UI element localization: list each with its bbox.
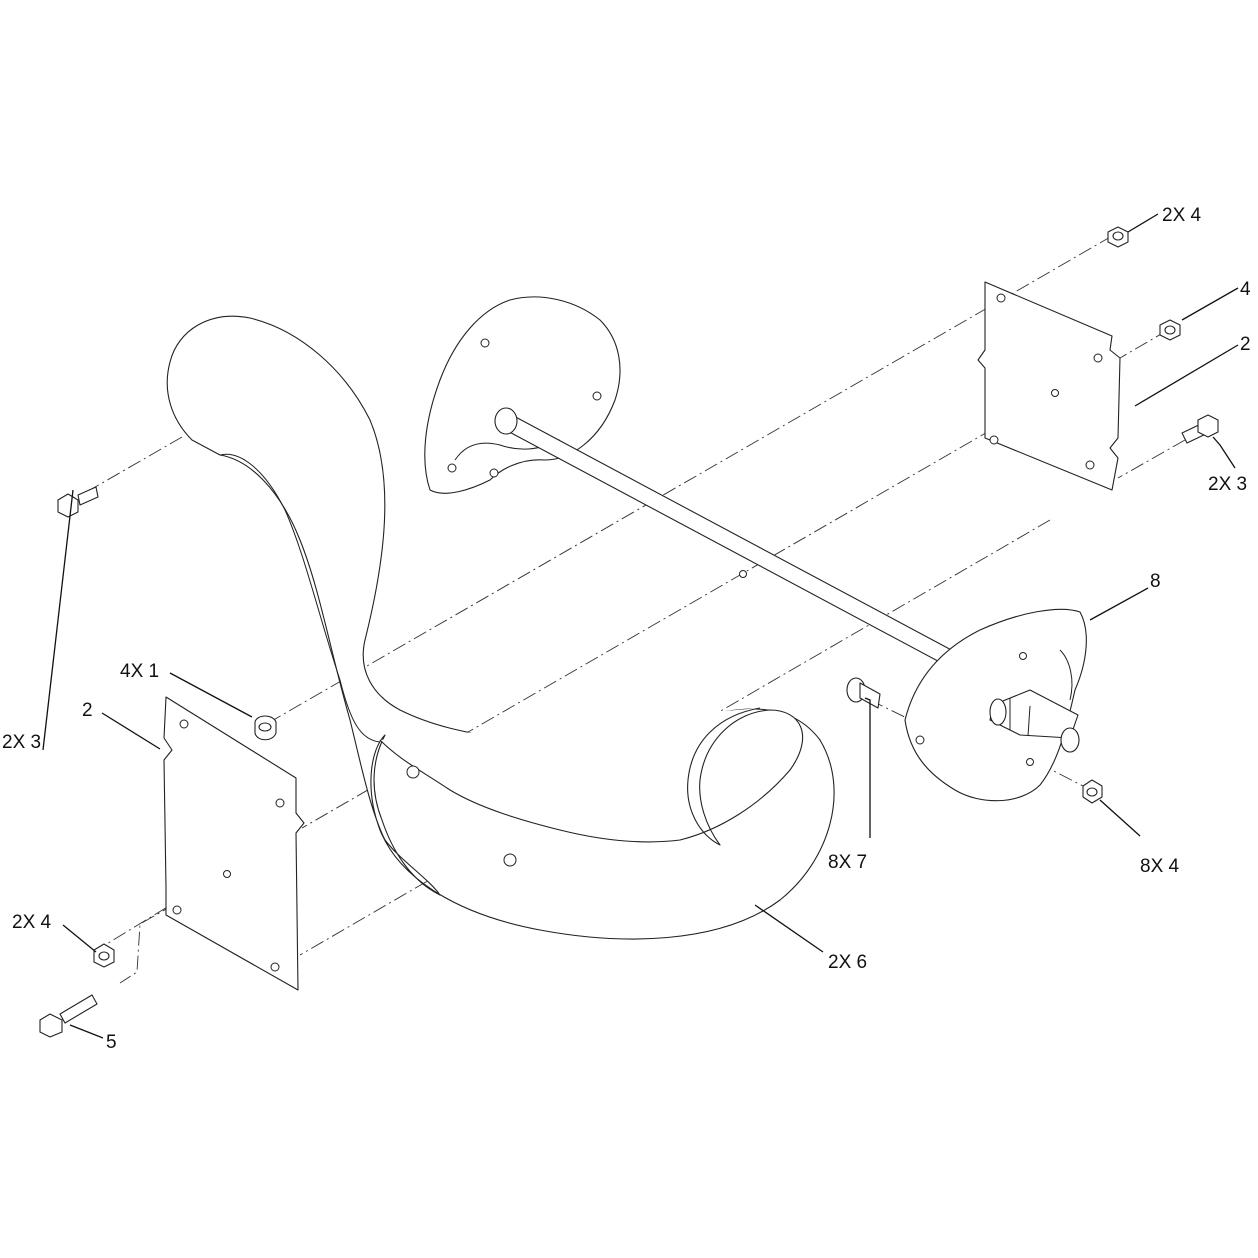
callout-2x3-right: 2X 3 bbox=[1208, 474, 1247, 495]
callout-2-right: 2 bbox=[1240, 334, 1251, 355]
long-bolt-left bbox=[39, 994, 98, 1038]
callout-8x7: 8X 7 bbox=[828, 852, 867, 873]
callout-2x6: 2X 6 bbox=[828, 952, 867, 973]
callout-4-right: 4 bbox=[1240, 279, 1251, 300]
auger-flighting-front bbox=[166, 315, 835, 940]
callout-2-left: 2 bbox=[82, 700, 93, 721]
bushing-4x1 bbox=[254, 715, 277, 741]
callout-2x4-left: 2X 4 bbox=[12, 912, 52, 933]
bolt-right bbox=[1181, 414, 1219, 444]
flange-nut-lower-right bbox=[1082, 779, 1103, 804]
nut-top-right bbox=[1107, 226, 1129, 248]
impeller-stub-shaft bbox=[989, 689, 1080, 753]
impeller-plate bbox=[904, 608, 1087, 802]
callout-5: 5 bbox=[106, 1032, 117, 1053]
bearing-plate-left bbox=[163, 696, 305, 991]
leader-lines bbox=[42, 213, 1239, 1039]
nut-left-lower bbox=[93, 943, 115, 968]
callout-8: 8 bbox=[1150, 571, 1161, 592]
nut-right-middle bbox=[1159, 319, 1181, 341]
callout-2x4-top-right: 2X 4 bbox=[1162, 205, 1202, 226]
bearing-plate-right bbox=[977, 281, 1121, 491]
callout-8x4: 8X 4 bbox=[1140, 856, 1180, 877]
callout-4x1: 4X 1 bbox=[120, 661, 159, 682]
callout-2x3-left: 2X 3 bbox=[2, 732, 41, 753]
callout-labels: 2X 4 4 2 2X 3 8 4X 1 2 2X 3 8X 7 8X 4 2X… bbox=[2, 205, 1251, 1053]
bolt-left-upper bbox=[57, 486, 99, 518]
shear-bolt-part bbox=[846, 677, 881, 709]
auger-flighting-back bbox=[424, 296, 621, 494]
auger-shaft bbox=[494, 407, 1001, 691]
